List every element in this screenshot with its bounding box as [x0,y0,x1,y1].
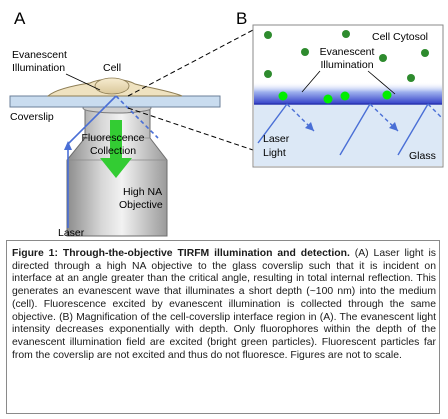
cell-label: Cell [103,62,121,74]
cell-cytosol-label: Cell Cytosol [372,31,428,43]
glass-label: Glass [409,150,436,162]
evanescent-pointer-line [65,73,101,91]
fluorescence-label-1: Fluorescence [81,132,144,144]
particle-bright [278,91,288,101]
laser-light-label-2: Light [263,147,286,159]
particle-dim [379,54,387,62]
evanescent-pointer-b-1 [301,70,321,93]
magnification-line-bottom [127,107,254,151]
particle-bright [340,91,350,101]
evanescent-pointer-b-2 [367,70,396,95]
objective-label-2: Objective [119,199,163,211]
cell-nucleus [94,77,130,95]
figure-caption: Figure 1: Through-the-objective TIRFM il… [12,248,436,362]
laser-label: Laser [58,227,85,239]
ray-arrowhead [305,122,314,131]
laser-light-label-1: Laser [263,133,290,145]
caption-title: Figure 1: Through-the-objective TIRFM il… [12,248,350,259]
objective-label-1: High NA [123,186,162,198]
glass-region [254,104,442,166]
coverslip-label: Coverslip [10,111,54,123]
particle-dim [301,48,309,56]
ray-arrowhead [389,122,398,131]
panel-a-letter: A [14,9,26,28]
fluorescence-label-2: Collection [90,145,136,157]
laser-arrowhead-a [64,141,72,150]
caption-box: Figure 1: Through-the-objective TIRFM il… [6,240,440,414]
particle-dim [342,30,350,38]
evanescent-illumination-label-a-1: Evanescent [12,49,67,61]
particle-bright [382,90,392,100]
magnification-line-top [127,29,254,97]
tirfm-figure: A Evanescent Illumination Cell Coverslip… [9,9,444,239]
reflected-beam-a [115,95,159,139]
laser-beam-a-angled [67,95,117,145]
particle-dim [264,70,272,78]
evanescent-illumination-label-b-1: Evanescent [320,46,375,58]
particle-dim [421,49,429,57]
fluorescence-arrow-head [100,158,132,178]
panel-b-letter: B [236,9,247,28]
particle-dim [264,31,272,39]
caption-body: (A) Laser light is directed through a hi… [12,248,436,361]
evanescent-illumination-label-b-2: Illumination [320,59,373,71]
particle-dim [407,74,415,82]
fluorescence-arrow-shaft [110,120,122,160]
particle-bright [323,94,333,104]
evanescent-illumination-label-a-2: Illumination [12,62,65,74]
